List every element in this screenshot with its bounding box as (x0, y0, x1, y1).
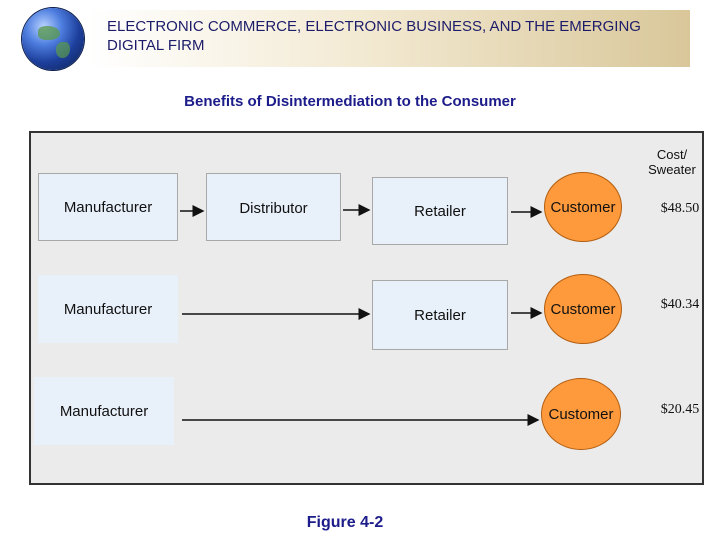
diagram-subtitle: Benefits of Disintermediation to the Con… (184, 93, 516, 110)
row2-customer-label: Customer (550, 300, 616, 318)
row3-price: $20.45 (660, 402, 700, 417)
row1-manufacturer-box: Manufacturer (38, 173, 178, 241)
header-title: ELECTRONIC COMMERCE, ELECTRONIC BUSINESS… (107, 18, 641, 54)
cost-header-line2: Sweater (648, 162, 696, 177)
figure-label: Figure 4-2 (306, 514, 384, 531)
row1-customer-circle: Customer (544, 172, 622, 242)
globe-icon (22, 8, 84, 70)
row3-customer-circle: Customer (541, 378, 621, 450)
row2-retailer-box: Retailer (372, 280, 508, 350)
row2-manufacturer-label: Manufacturer (63, 300, 153, 318)
row1-retailer-label: Retailer (414, 202, 466, 220)
row1-manufacturer-label: Manufacturer (63, 198, 153, 216)
cost-header-line1: Cost/ (656, 147, 688, 162)
row2-price: $40.34 (660, 297, 700, 312)
row2-customer-circle: Customer (544, 274, 622, 344)
row1-distributor-label: Distributor (239, 200, 308, 217)
header-band (88, 10, 690, 67)
cost-per-sweater-header: Cost/ Sweater (640, 147, 704, 177)
row1-distributor-box: Distributor (206, 173, 341, 241)
row1-customer-label: Customer (550, 198, 616, 216)
row3-manufacturer-label: Manufacturer (59, 402, 149, 420)
row3-manufacturer-box: Manufacturer (34, 377, 174, 445)
globe-land (56, 42, 70, 58)
row3-customer-label: Customer (548, 405, 614, 423)
globe-land (38, 26, 60, 40)
row1-price: $48.50 (660, 201, 700, 216)
row1-retailer-box: Retailer (372, 177, 508, 245)
row2-manufacturer-box: Manufacturer (38, 275, 178, 343)
row2-retailer-label: Retailer (414, 306, 466, 324)
